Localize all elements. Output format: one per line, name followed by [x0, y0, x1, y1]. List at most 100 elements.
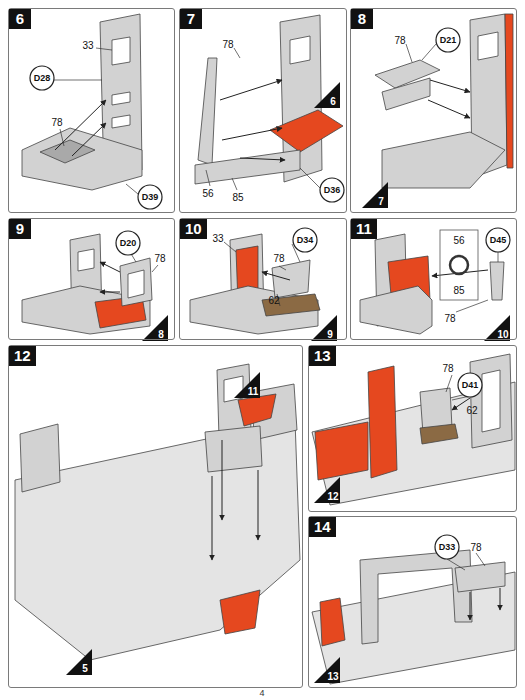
assembly-arrow — [222, 440, 223, 520]
page-number: 4 — [259, 688, 264, 699]
leader-line — [476, 553, 485, 566]
leader-line — [60, 129, 64, 146]
leader-line — [447, 559, 465, 570]
assembly-arrow — [428, 100, 470, 118]
circle-shape — [293, 228, 317, 252]
part-outline — [40, 140, 95, 163]
assembly-arrow — [220, 80, 282, 100]
assembly-arrow — [100, 262, 120, 272]
step-number: 11 — [351, 219, 377, 239]
step-panel: 7D36 — [179, 8, 347, 213]
assembly-arrow — [470, 592, 471, 620]
subassembly-number: 10 — [497, 329, 508, 340]
part-outline — [272, 260, 310, 298]
callout-number: 78 — [394, 35, 405, 46]
leader-line — [126, 184, 138, 194]
part-outline — [455, 562, 505, 592]
part-code: D21 — [440, 35, 457, 45]
detail-inset — [440, 230, 478, 300]
step-number: 7 — [180, 9, 202, 29]
leader-line — [224, 242, 236, 252]
part-outline — [490, 262, 504, 300]
step-number: 8 — [351, 9, 373, 29]
part-code-circle: D28 — [29, 65, 55, 91]
callout-number: 78 — [444, 313, 455, 324]
part-outline — [112, 37, 130, 65]
callout-number: 78 — [222, 39, 233, 50]
subassembly-number: 13 — [327, 671, 338, 682]
part-outline — [382, 132, 505, 188]
leader-line — [300, 168, 320, 188]
part-outline — [78, 249, 94, 271]
part-code: D45 — [490, 235, 507, 245]
subassembly-number: 8 — [158, 329, 164, 340]
leader-line — [456, 300, 488, 312]
callout-number: 78 — [470, 542, 481, 553]
callout-number: 62 — [466, 405, 477, 416]
part-code: D28 — [34, 73, 51, 83]
part-code: D33 — [439, 542, 456, 552]
leader-line — [422, 44, 436, 60]
part-outline — [482, 370, 500, 432]
part-code-circle: D39 — [137, 184, 163, 210]
leader-line — [498, 252, 499, 262]
subassembly-marker — [314, 657, 340, 683]
part-outline — [262, 294, 320, 316]
assembly-arrow — [240, 158, 285, 160]
part-outline — [195, 150, 300, 184]
assembly-arrow — [212, 476, 213, 560]
part-outline — [470, 354, 512, 448]
part-outline — [112, 92, 130, 105]
part-outline — [15, 420, 300, 660]
assembly-arrow — [222, 128, 282, 140]
part-code: D20 — [120, 238, 137, 248]
subassembly-marker — [484, 315, 510, 341]
part-code-circle: D41 — [457, 372, 483, 398]
leader-line — [54, 80, 102, 81]
part-outline — [368, 366, 397, 478]
step-panel: 14D33 — [308, 516, 517, 688]
leader-line — [234, 48, 240, 58]
callout-number: 85 — [453, 285, 464, 296]
callout-number: 78 — [442, 363, 453, 374]
leader-line — [406, 44, 412, 62]
step-number: 13 — [309, 346, 336, 366]
subassembly-number: 5 — [82, 663, 88, 674]
circle-shape — [138, 185, 162, 209]
circle-shape — [30, 66, 54, 90]
subassembly-number: 12 — [327, 491, 338, 502]
assembly-arrow — [430, 80, 470, 92]
part-outline — [198, 58, 217, 165]
assembly-arrow — [72, 123, 106, 156]
callout-number: 85 — [232, 192, 243, 203]
circle-shape — [116, 231, 140, 255]
step-panel: 10 D34 — [179, 218, 347, 340]
subassembly-marker — [142, 315, 168, 341]
step-panel: 12 — [8, 345, 303, 688]
ring-detail — [450, 256, 468, 274]
callout-number: 56 — [453, 235, 464, 246]
subassembly-number: 6 — [330, 96, 336, 107]
part-code: D41 — [462, 380, 479, 390]
step-number: 9 — [9, 219, 31, 239]
part-code-circle: D33 — [434, 534, 460, 560]
circle-shape — [486, 228, 510, 252]
step-number: 10 — [180, 219, 207, 239]
assembly-arrow — [262, 272, 290, 280]
part-outline — [360, 286, 432, 334]
part-code-circle: D34 — [292, 227, 318, 253]
circle-shape — [320, 178, 344, 202]
subassembly-marker — [314, 82, 340, 108]
part-outline — [382, 78, 430, 110]
callout-number: 78 — [154, 253, 165, 264]
part-outline — [22, 128, 142, 190]
step-number: 14 — [309, 517, 336, 537]
circle-shape — [458, 373, 482, 397]
part-outline — [224, 376, 243, 402]
part-outline — [205, 426, 262, 472]
part-outline — [420, 424, 458, 444]
part-outline — [220, 590, 260, 634]
leader-line — [279, 266, 286, 270]
part-code-circle: D21 — [435, 27, 461, 53]
step-number: 12 — [9, 346, 36, 366]
